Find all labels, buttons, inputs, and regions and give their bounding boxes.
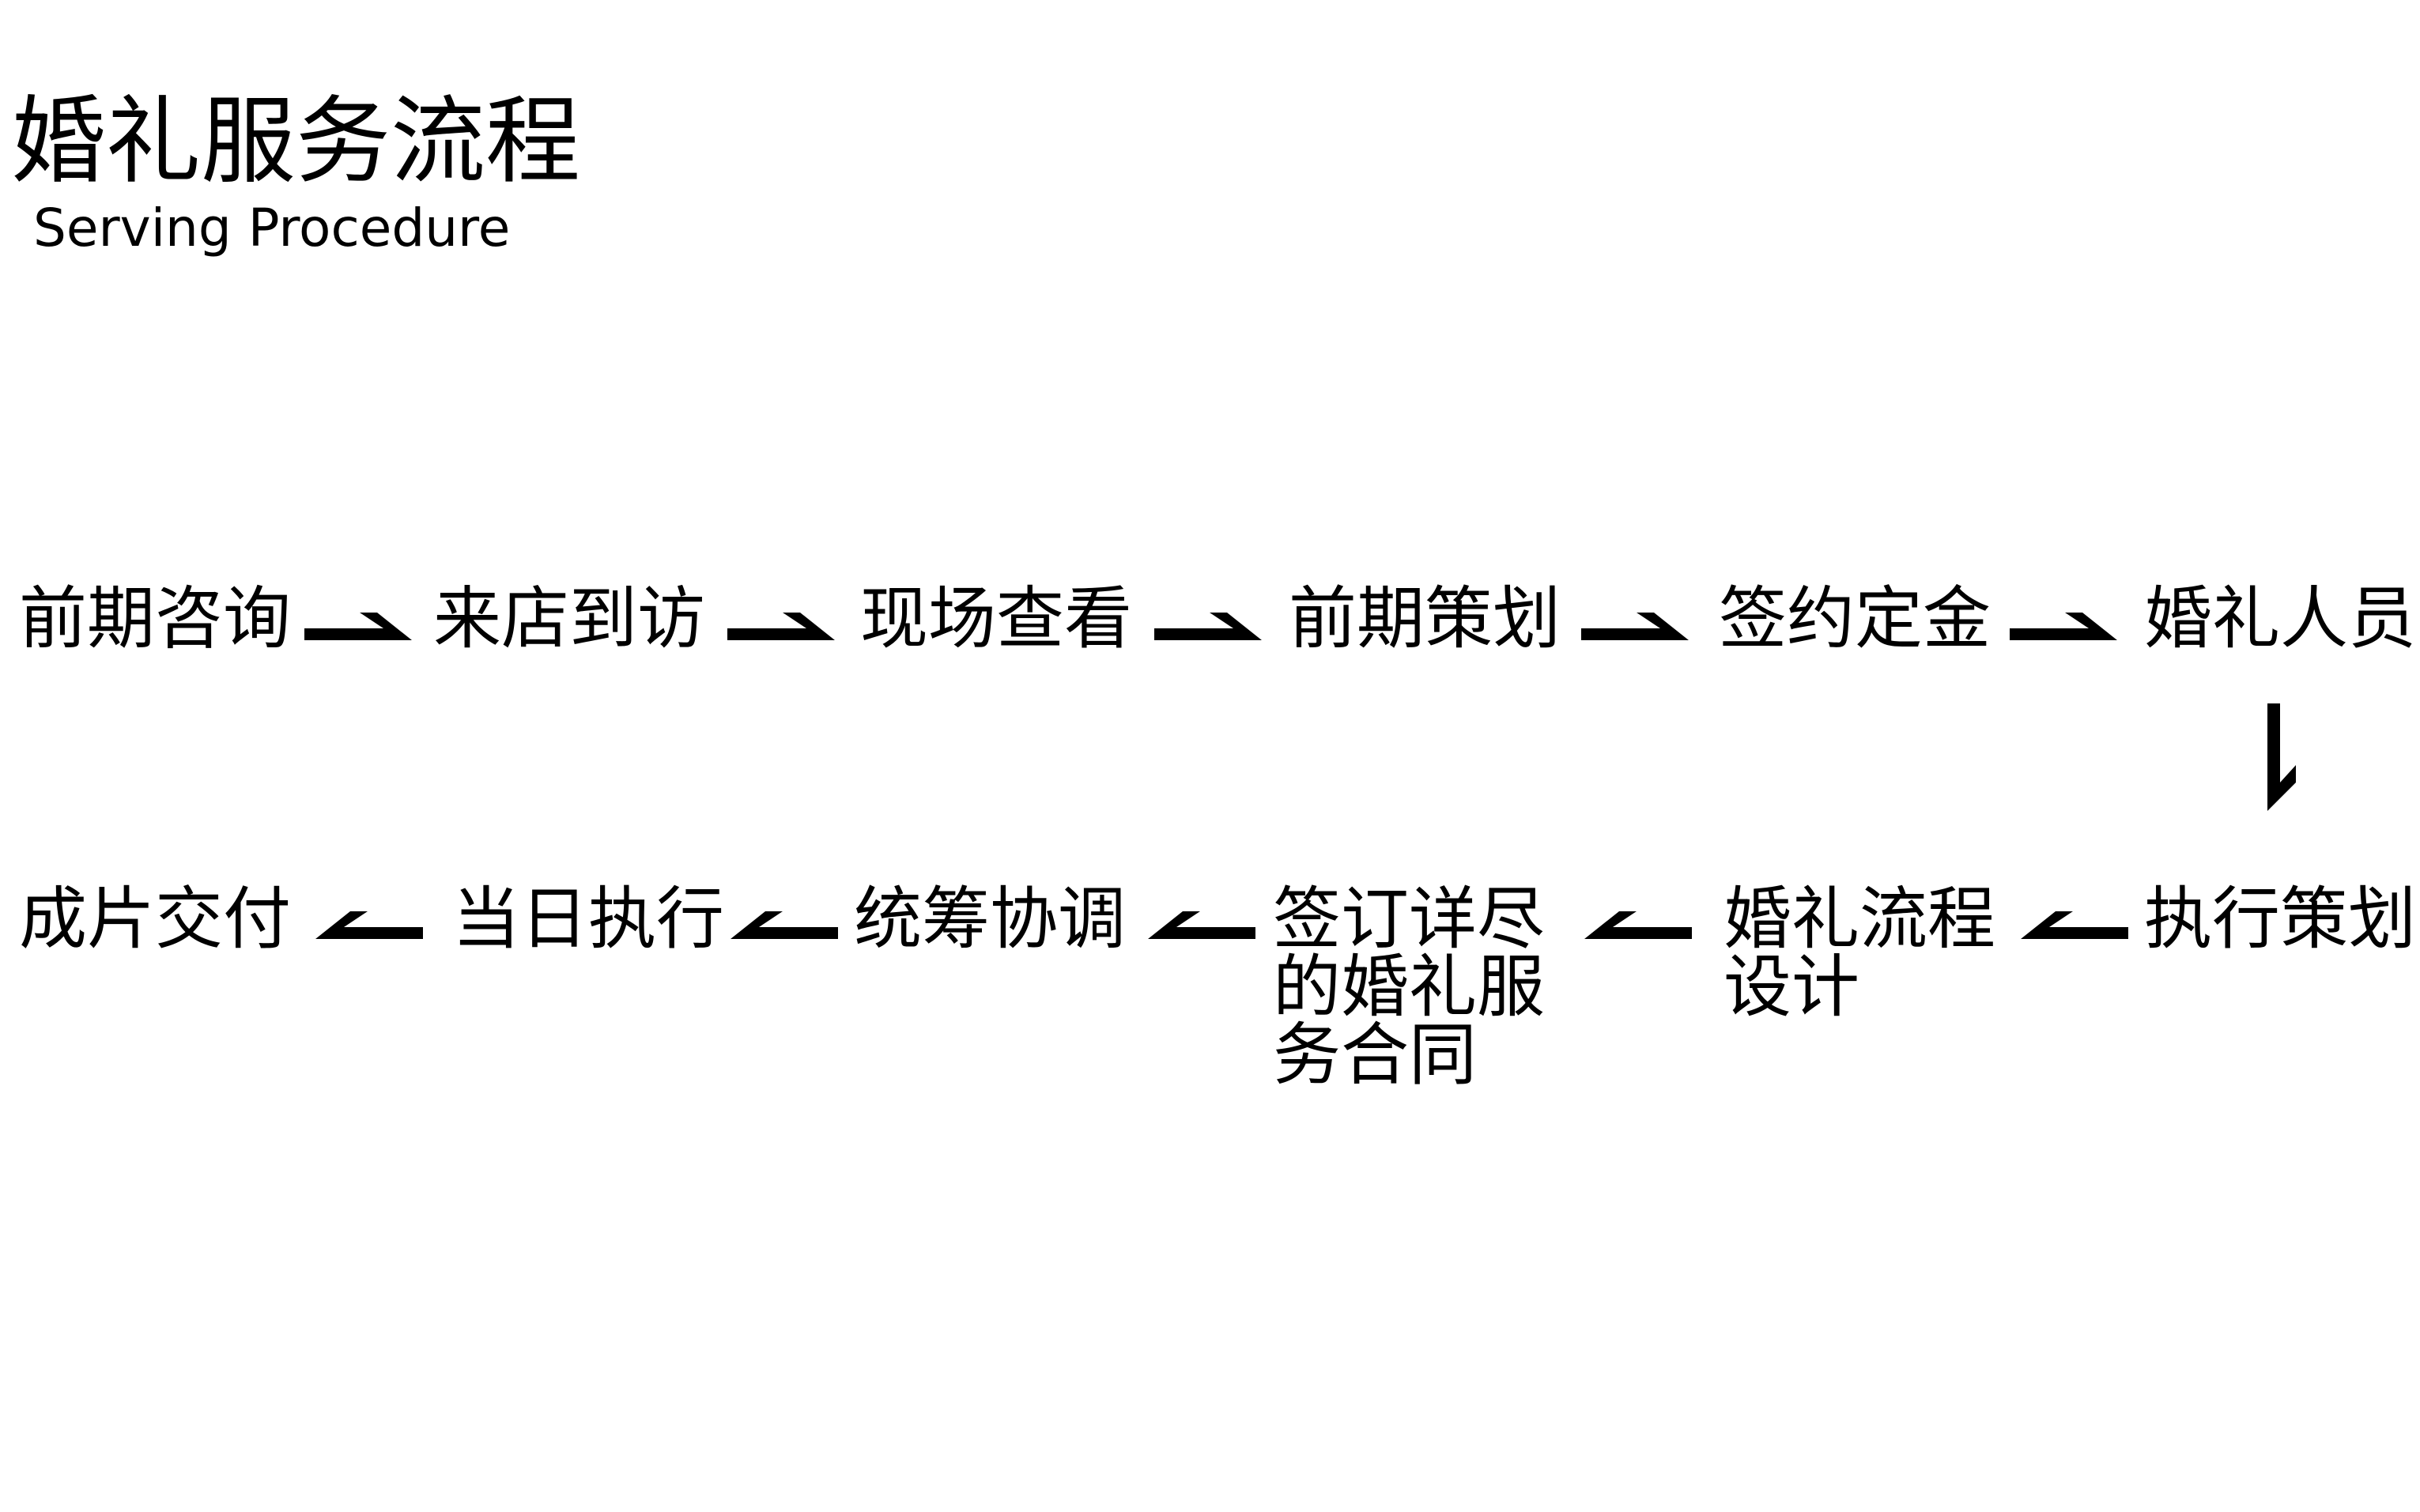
step-coordination: 统筹协调 [854,880,1126,959]
arrow-down-icon [2267,703,2296,811]
step-flow-design: 婚礼流程设计 [1723,880,1995,1027]
arrow-right-icon [1581,613,1689,640]
diagram-subtitle: Serving Procedure [33,198,511,258]
step-consultation: 前期咨询 [19,579,291,658]
step-day-execution: 当日执行 [452,880,724,959]
step-early-planning: 前期策划 [1289,579,1561,658]
step-wedding-staff: 婚礼人员 [2144,579,2416,658]
arrow-left-icon [315,911,423,939]
arrow-left-icon [1584,911,1692,939]
arrow-left-icon [731,911,838,939]
arrow-right-icon [304,613,412,640]
arrow-right-icon [727,613,835,640]
step-contract-deposit: 签约定金 [1719,579,1991,658]
arrow-right-icon [2010,613,2117,640]
arrow-left-icon [2021,911,2128,939]
step-execution-planning: 执行策划 [2144,880,2416,959]
step-site-inspection: 现场查看 [860,579,1132,658]
step-film-delivery: 成片交付 [19,880,291,959]
step-store-visit: 来店到访 [433,579,705,658]
arrow-right-icon [1154,613,1262,640]
arrow-left-icon [1148,911,1255,939]
diagram-title: 婚礼服务流程 [11,87,580,197]
step-service-contract: 签订详尽的婚礼服务合同 [1273,880,1545,1095]
